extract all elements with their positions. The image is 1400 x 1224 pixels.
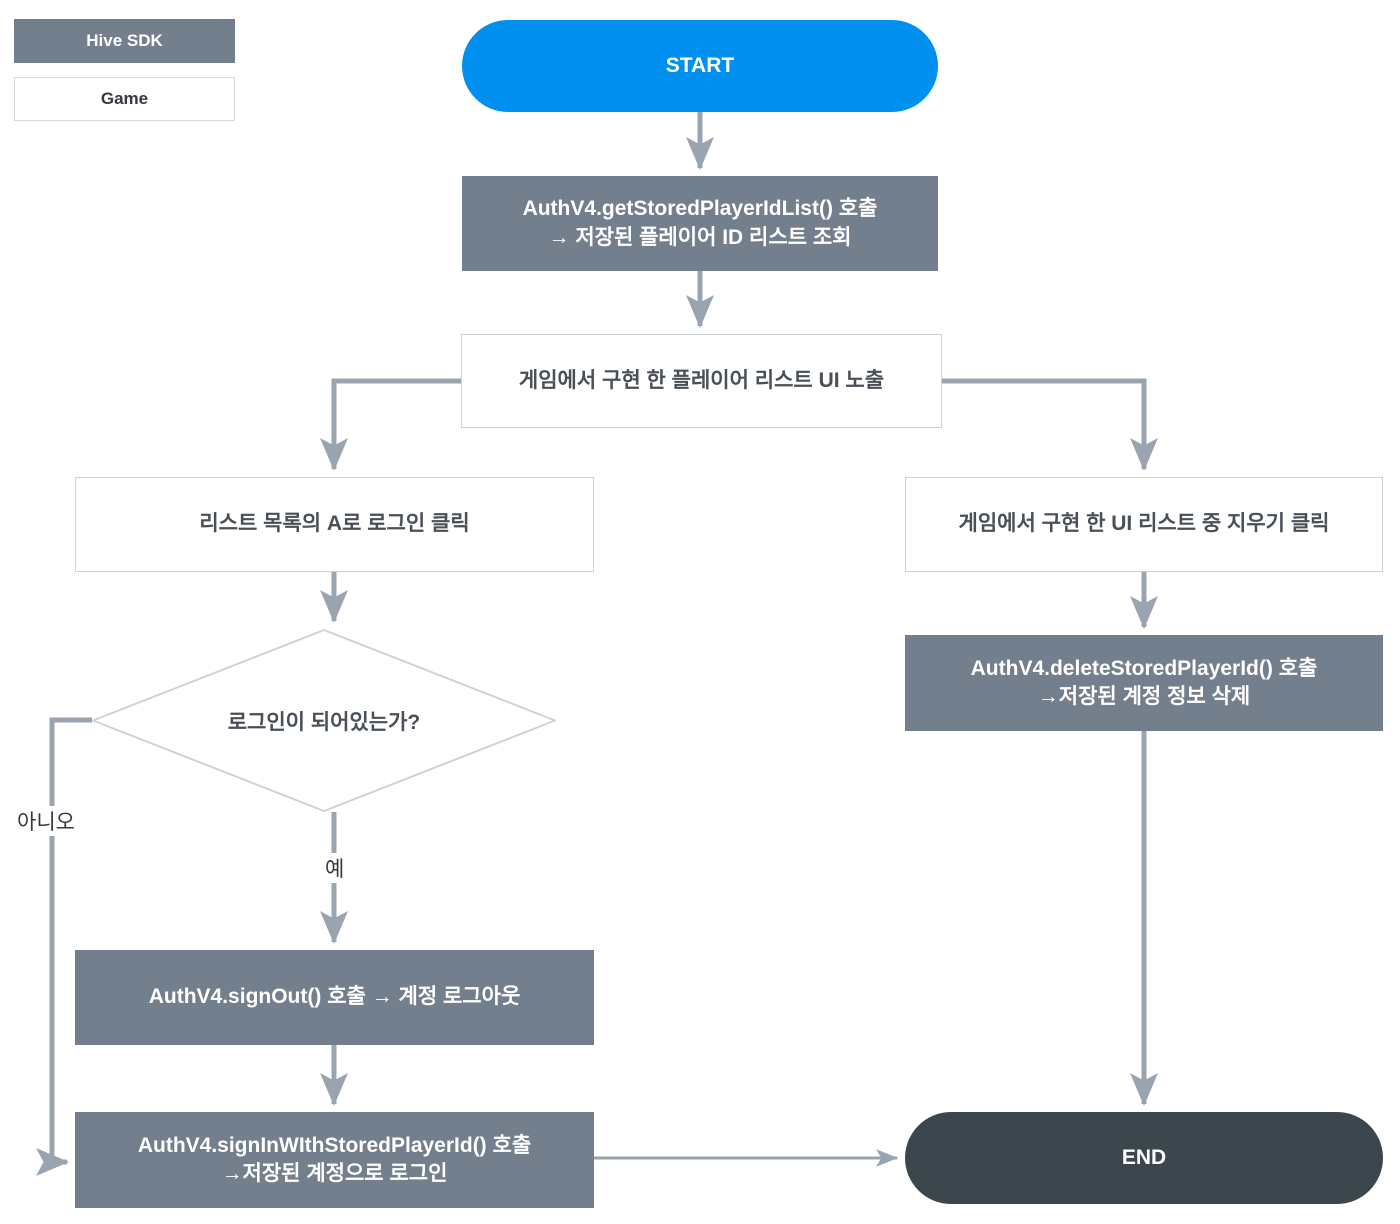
legend-label-hive-sdk: Hive SDK [86,31,163,50]
legend-label-game: Game [100,89,149,108]
node-sign-out-label: AuthV4.signOut() 호출 → 계정 로그아웃 [148,985,521,1009]
node-click-login-with-a-label: 리스트 목록의 A로 로그인 클릭 [199,512,470,536]
node-sign-out[interactable]: AuthV4.signOut() 호출 → 계정 로그아웃 [75,950,594,1045]
node-sign-in-with-stored-player-id-label: AuthV4.signInWIthStoredPlayerId() 호출 →저장… [137,1133,532,1185]
node-show-player-list-ui-label: 게임에서 구현 한 플레이어 리스트 UI 노출 [518,368,885,392]
node-delete-stored-player-id-label: AuthV4.deleteStoredPlayerId() 호출 →저장된 계정… [970,656,1318,708]
node-end[interactable]: END [905,1112,1383,1204]
edge-show-ui-to-click-login [320,378,461,472]
edge-label-yes: 예 [322,853,348,883]
node-delete-stored-player-id[interactable]: AuthV4.deleteStoredPlayerId() 호출 →저장된 계정… [905,635,1383,731]
node-start-label: START [665,53,735,77]
node-is-logged-in-label: 로그인이 되어있는가? [227,710,421,734]
node-get-stored-player-id-list[interactable]: AuthV4.getStoredPlayerIdList() 호출 → 저장된 … [462,176,938,271]
legend-item-game: Game [14,77,235,121]
legend-item-hive-sdk: Hive SDK [14,19,235,63]
node-click-delete-in-ui-list[interactable]: 게임에서 구현 한 UI 리스트 중 지우기 클릭 [905,477,1383,572]
node-end-label: END [1121,1145,1167,1169]
node-click-delete-in-ui-list-label: 게임에서 구현 한 UI 리스트 중 지우기 클릭 [958,512,1330,536]
node-get-stored-player-id-list-label: AuthV4.getStoredPlayerIdList() 호출 → 저장된 … [522,197,878,249]
edge-label-no: 아니오 [14,806,78,836]
node-start[interactable]: START [462,20,938,112]
node-show-player-list-ui[interactable]: 게임에서 구현 한 플레이어 리스트 UI 노출 [461,334,942,428]
node-click-login-with-a[interactable]: 리스트 목록의 A로 로그인 클릭 [75,477,594,572]
node-is-logged-in[interactable]: 로그인이 되어있는가? [92,629,556,812]
edge-show-ui-to-click-delete [942,378,1159,472]
edge-decision-no-to-signin [36,717,92,1176]
node-sign-in-with-stored-player-id[interactable]: AuthV4.signInWIthStoredPlayerId() 호출 →저장… [75,1112,594,1208]
decision-diamond-shape [92,629,556,812]
